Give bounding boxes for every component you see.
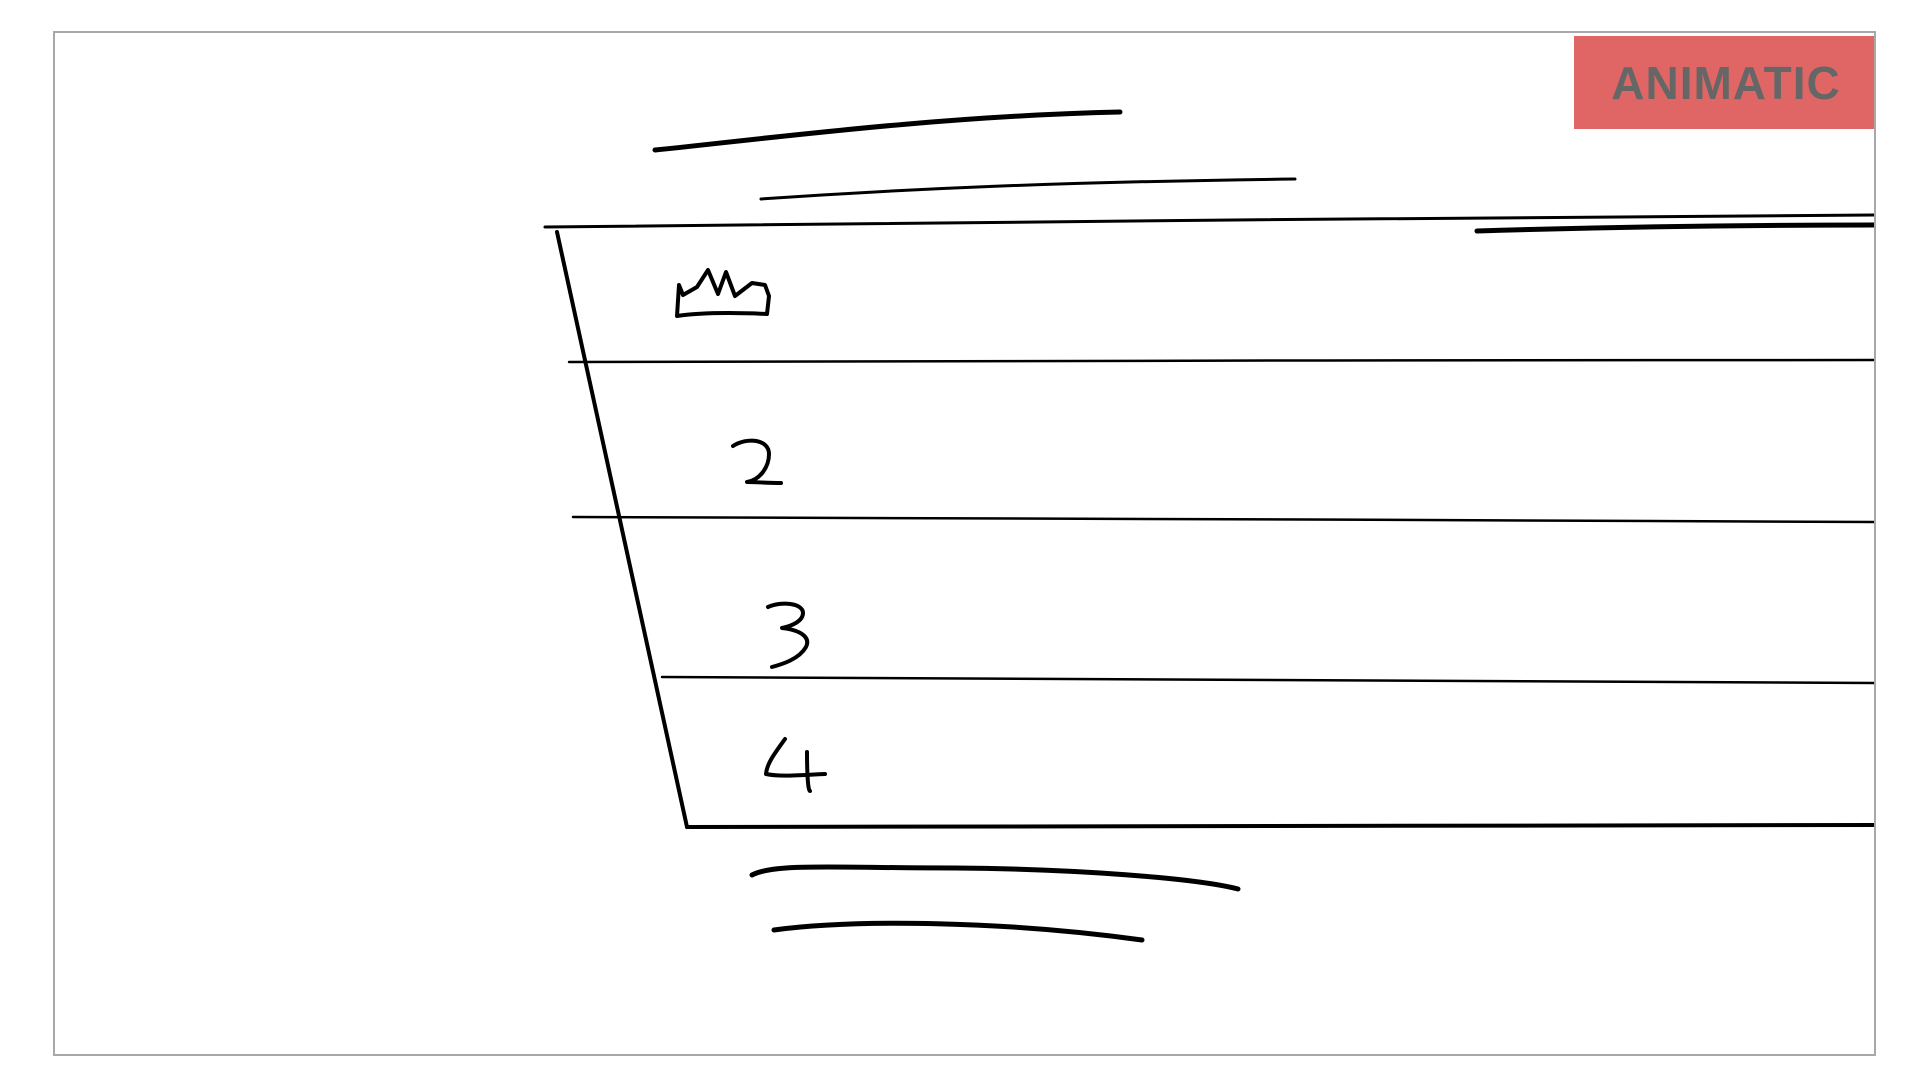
row-number-4-stem (805, 750, 812, 793)
row-number-3 (766, 601, 810, 669)
table-left-border (555, 230, 689, 829)
row-number-2 (731, 438, 783, 485)
animatic-label: ANIMATIC (1611, 56, 1841, 109)
row-divider-1 (567, 358, 1874, 364)
caption-placeholder-line (749, 864, 1241, 892)
sketch-canvas (543, 109, 1874, 943)
table-top-border (543, 213, 1874, 229)
table-bottom-border (685, 823, 1874, 829)
table-top-accent (1474, 222, 1874, 234)
row-divider-3 (660, 675, 1874, 685)
subtitle-placeholder-line (759, 177, 1297, 201)
row-divider-2 (571, 515, 1874, 524)
animatic-badge: ANIMATIC (1574, 36, 1874, 129)
title-placeholder-line (652, 109, 1123, 153)
caption-placeholder-line-2 (771, 920, 1145, 943)
crown-icon (675, 268, 771, 318)
storyboard-frame: ANIMATIC (53, 31, 1876, 1056)
row-number-4 (764, 737, 827, 778)
